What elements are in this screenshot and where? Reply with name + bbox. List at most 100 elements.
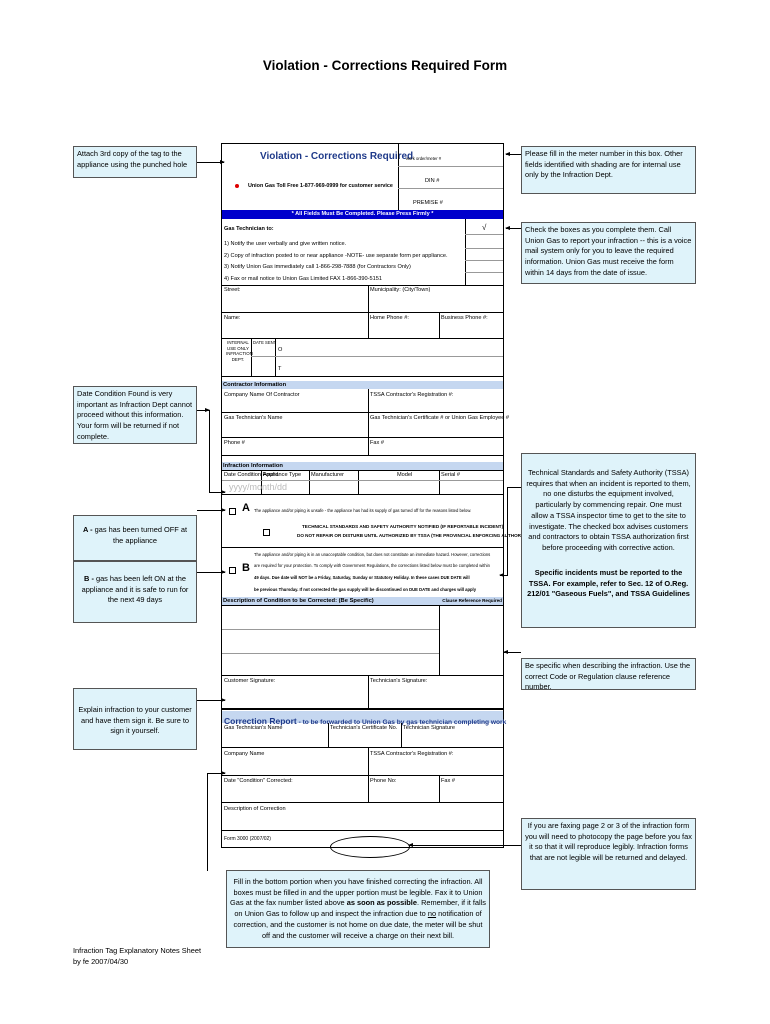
arrow-be-specific: [503, 650, 521, 654]
arrow-bottom-portion: [207, 771, 226, 775]
meter-number-field[interactable]: [449, 146, 502, 164]
municipality-label: Municipality: (City/Town): [370, 287, 431, 293]
arrow-tssa: [499, 573, 508, 577]
option-b-text-1: The appliance and/or piping is in an una…: [254, 552, 491, 557]
form-number: Form 3000 (2007/02): [224, 836, 271, 842]
option-a-checkbox[interactable]: [229, 508, 236, 515]
step-1: 1) Notify the user verbally and give wri…: [224, 241, 347, 247]
note-option-a-text: gas has been turned OFF at the appliance: [94, 525, 188, 545]
manufacturer-label: Manufacturer: [311, 472, 344, 478]
cr-date-label: Date "Condition" Corrected:: [224, 778, 293, 784]
toll-free-text: Union Gas Toll Free 1-877-969-0999 for c…: [248, 183, 393, 189]
arrow-explain: [197, 698, 226, 702]
do-not-repair-text: DO NOT REPAIR OR DISTURB UNTIL AUTHORIZE…: [297, 533, 530, 538]
internal-use-label: INTERNAL USE ONLY INFRACTION DEPT.: [226, 340, 253, 363]
option-b-letter: B: [242, 562, 250, 574]
gas-tech-cert-label: Gas Technician's Certificate # or Union …: [370, 415, 510, 421]
cr-tssa-label: TSSA Contractor's Registration #:: [370, 751, 454, 757]
note-bottom-portion: Fill in the bottom portion when you have…: [226, 870, 490, 948]
arrow-faxing: [408, 843, 521, 847]
gas-tech-to: Gas Technician to:: [224, 226, 274, 232]
step-3: 3) Notify Union Gas immediately call 1-8…: [224, 264, 411, 270]
note-option-a: A - gas has been turned OFF at the appli…: [73, 515, 197, 561]
description-input[interactable]: [223, 606, 438, 674]
note-option-a-prefix: A -: [82, 525, 95, 534]
note-option-b-text: gas has been left ON at the appliance an…: [81, 574, 189, 605]
din-label: DIN #: [425, 178, 440, 184]
form-header-title: Violation - Corrections Required: [260, 151, 414, 162]
note-option-b: B - gas has been left ON at the applianc…: [73, 561, 197, 623]
footer-line-2: by fe 2007/04/30: [73, 956, 129, 966]
date-found-input[interactable]: yyyy/month/dd: [229, 482, 288, 492]
cr-phone-label: Phone No:: [370, 778, 397, 784]
name-label: Name:: [224, 315, 241, 321]
note-bottom-no: no: [427, 909, 437, 919]
cr-tech-cert-label: Technician's Certificate No.: [330, 725, 398, 731]
gas-tech-name-label: Gas Technician's Name: [224, 415, 283, 421]
note-bottom-3: notification of correction, and the cust…: [233, 909, 483, 940]
step-2: 2) Copy of infraction posted to or near …: [224, 253, 448, 259]
arrow-date-found-tip: [209, 490, 226, 494]
model-label: Model: [397, 472, 413, 478]
company-name-contractor: Company Name Of Contractor: [224, 392, 300, 398]
home-phone-label: Home Phone #:: [370, 315, 409, 321]
option-b-text-3: 49 days. Due date will NOT be a Friday, …: [254, 575, 470, 580]
tssa-notified-checkbox[interactable]: [263, 529, 270, 536]
cr-fax-label: Fax #: [441, 778, 455, 784]
option-a-letter: A: [242, 502, 250, 514]
technician-signature-label: Technician's Signature:: [370, 678, 428, 684]
arrow-attach: [197, 160, 225, 164]
note-be-specific: Be specific when describing the infracti…: [521, 658, 696, 691]
o-label: O: [278, 347, 283, 353]
note-bottom-bold: as soon as possible: [346, 898, 417, 908]
tssa-registration-label: TSSA Contractor's Registration #:: [370, 392, 454, 398]
business-phone-label: Business Phone #:: [441, 315, 488, 321]
clause-reference-input[interactable]: [440, 606, 503, 674]
phone-label: Phone #: [224, 440, 245, 446]
cr-description-label: Description of Correction: [224, 806, 286, 812]
step-checkboxes[interactable]: [466, 235, 504, 284]
arrow-meter: [505, 152, 521, 156]
arrow-check-boxes: [505, 226, 521, 230]
appliance-type-label: Appliance Type: [263, 472, 302, 478]
correction-report-header: Correction Report - to be forwarded to U…: [222, 711, 506, 726]
correction-report-subtitle: - to be forwarded to Union Gas by gas te…: [296, 719, 507, 726]
fax-label: Fax #: [370, 440, 384, 446]
note-meter-number: Please fill in the meter number in this …: [521, 146, 696, 194]
page-title: Violation - Corrections Required Form: [262, 58, 508, 73]
note-option-b-prefix: B -: [84, 574, 96, 583]
date-found-label: Date Condition Found: [224, 472, 279, 478]
note-tssa-bold: Specific incidents must be reported to t…: [527, 567, 690, 599]
step-4: 4) Fax or mail notice to Union Gas Limit…: [224, 276, 382, 282]
arrow-date-found: [197, 408, 210, 412]
note-explain: Explain infraction to your customer and …: [73, 688, 197, 750]
arrow-option-a: [197, 508, 226, 512]
note-bottom-1: Fill in the bottom portion when you have…: [230, 877, 483, 908]
note-tssa-main: Technical Standards and Safety Authority…: [526, 468, 691, 553]
arrow-option-b: [197, 570, 226, 574]
option-b-checkbox[interactable]: [229, 567, 236, 574]
cr-tech-name-label: Gas Technician's Name: [224, 725, 283, 731]
date-sent-label: DATE SENT: [253, 340, 277, 345]
cr-tech-sig-label: Technician Signature: [403, 725, 455, 731]
option-b-text-4: be previous Thursday. If not corrected t…: [254, 587, 477, 592]
note-faxing: If you are faxing page 2 or 3 of the inf…: [521, 818, 696, 890]
tssa-notified-text: TECHNICAL STANDARDS AND SAFETY AUTHORITY…: [302, 524, 504, 529]
footer-line-1: Infraction Tag Explanatory Notes Sheet: [73, 946, 202, 955]
footer-notes: Infraction Tag Explanatory Notes Sheet b…: [73, 946, 201, 967]
contractor-section-header: Contractor Information: [222, 381, 503, 389]
work-order-label: work order/meter #: [406, 156, 442, 161]
red-dot-icon: [235, 184, 239, 188]
completion-banner: * All Fields Must Be Completed. Please P…: [222, 210, 503, 219]
oval-marker: [330, 836, 410, 858]
customer-signature-label: Customer Signature:: [224, 678, 276, 684]
infraction-section-header: Infraction Information: [222, 462, 503, 470]
clause-reference-label: Clause Reference Required: [442, 598, 502, 603]
option-a-text: The appliance and/or piping is unsafe - …: [254, 508, 472, 513]
description-section-header: Description of Condition to be Corrected…: [222, 597, 503, 605]
note-date-found: Date Condition Found is very important a…: [73, 386, 197, 444]
correction-report-title: Correction Report: [224, 716, 297, 726]
description-label: Description of Condition to be Corrected…: [223, 598, 374, 604]
t-label: T: [278, 366, 282, 372]
note-tssa: Technical Standards and Safety Authority…: [521, 453, 696, 628]
